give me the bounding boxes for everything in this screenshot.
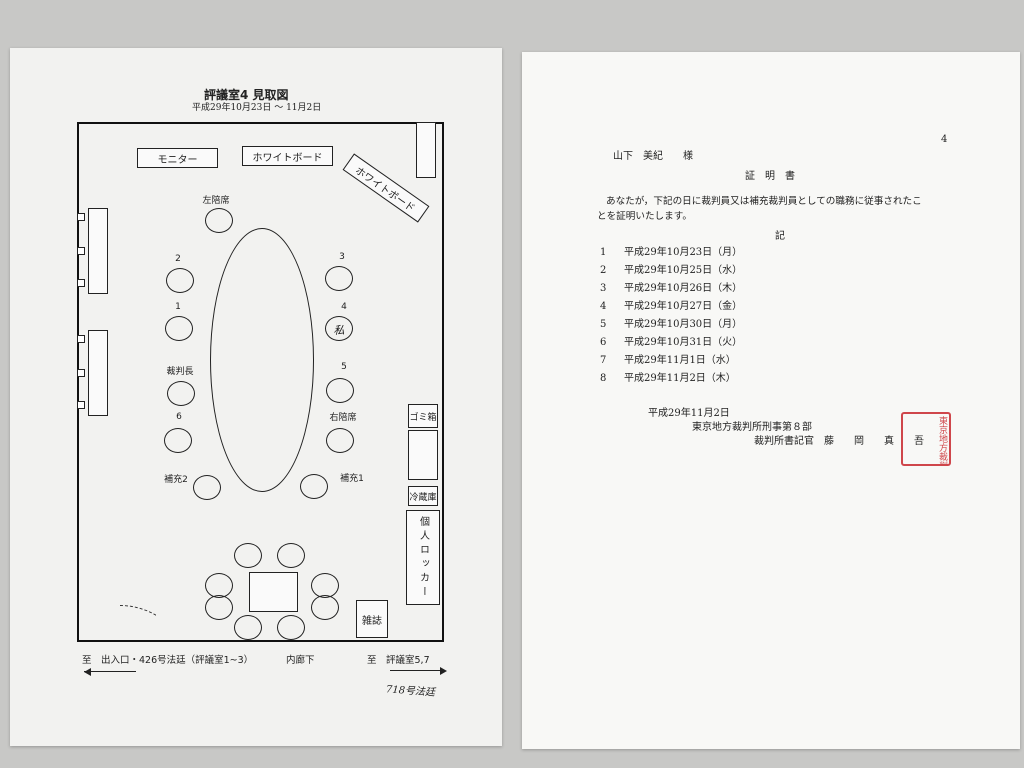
oval-table bbox=[210, 228, 314, 492]
pillar bbox=[77, 335, 85, 343]
seat bbox=[277, 543, 305, 568]
official-seal: 東京地方裁判所裁判所書記官印 bbox=[901, 412, 951, 466]
seat-label: 左陪席 bbox=[202, 196, 230, 206]
certificate-title: 証 明 書 bbox=[745, 171, 795, 182]
seat bbox=[234, 543, 262, 568]
arrow-left-icon bbox=[84, 671, 136, 672]
seat-label: 裁判長 bbox=[166, 367, 194, 377]
seat bbox=[311, 595, 339, 620]
monitor: モニター bbox=[137, 148, 218, 168]
seat bbox=[167, 381, 195, 406]
body-text: あなたが，下記の日に裁判員又は補充裁判員としての職務に従事されたこ bbox=[606, 196, 922, 207]
seal-text: 東京地方裁判所裁判所書記官印 bbox=[937, 416, 947, 464]
exit-right-label: 至 評議室5,7 bbox=[367, 655, 430, 666]
body-text: とを証明いたします。 bbox=[597, 211, 692, 222]
shelf bbox=[408, 430, 438, 480]
seat bbox=[277, 615, 305, 640]
corridor-label: 内廊下 bbox=[286, 655, 315, 666]
arrowhead bbox=[440, 667, 447, 675]
seat bbox=[326, 428, 354, 453]
seat-label: 5 bbox=[341, 362, 347, 372]
seat bbox=[165, 316, 193, 341]
seat-own bbox=[325, 316, 353, 341]
seat-label: 右陪席 bbox=[329, 413, 357, 423]
seat bbox=[166, 268, 194, 293]
floorplan-period: 平成29年10月23日 ～ 11月2日 bbox=[192, 103, 322, 113]
seat-label: 1 bbox=[175, 302, 181, 312]
seat-label: 補充1 bbox=[340, 474, 364, 484]
handwritten-me: 私 bbox=[333, 324, 345, 337]
seat-label: 補充2 bbox=[164, 475, 188, 485]
department: 東京地方裁判所刑事第８部 bbox=[692, 422, 812, 433]
fridge: 冷蔵庫 bbox=[408, 486, 438, 506]
side-table bbox=[249, 572, 298, 612]
seat bbox=[164, 428, 192, 453]
pillar bbox=[77, 401, 85, 409]
seat-label: 6 bbox=[176, 412, 182, 422]
seat-label: 2 bbox=[175, 254, 181, 264]
whiteboard: ホワイトボード bbox=[242, 146, 333, 166]
seat bbox=[205, 208, 233, 233]
pillar bbox=[77, 247, 85, 255]
issue-date: 平成29年11月2日 bbox=[648, 408, 730, 419]
page-number: 4 bbox=[941, 134, 948, 145]
seat-label: 4 bbox=[341, 302, 347, 312]
window-2 bbox=[88, 330, 108, 416]
cabinet bbox=[416, 122, 436, 178]
ki-heading: 記 bbox=[775, 231, 785, 242]
seat-label: 3 bbox=[339, 252, 345, 262]
certificate-sheet bbox=[522, 52, 1020, 749]
pillar bbox=[77, 279, 85, 287]
locker: 個人ロッカー bbox=[406, 510, 440, 605]
seat bbox=[300, 474, 328, 499]
window-1 bbox=[88, 208, 108, 294]
seat bbox=[326, 378, 354, 403]
room-outline bbox=[77, 122, 444, 642]
seat bbox=[325, 266, 353, 291]
pillar bbox=[77, 369, 85, 377]
seat bbox=[193, 475, 221, 500]
seat bbox=[234, 615, 262, 640]
arrowhead bbox=[84, 668, 91, 676]
exit-left-label: 至 出入口・426号法廷（評議室1~3） bbox=[82, 655, 254, 666]
magazine-rack: 雑誌 bbox=[356, 600, 388, 638]
addressee: 山下 美紀 様 bbox=[613, 151, 693, 162]
trash-bin: ゴミ箱 bbox=[408, 404, 438, 428]
clerk-name: 裁判所書記官 藤 岡 真 吾 bbox=[754, 436, 924, 447]
floorplan-title: 評議室4 見取図 bbox=[204, 88, 289, 102]
arrow-right-icon bbox=[390, 670, 442, 671]
pillar bbox=[77, 213, 85, 221]
seat bbox=[205, 595, 233, 620]
